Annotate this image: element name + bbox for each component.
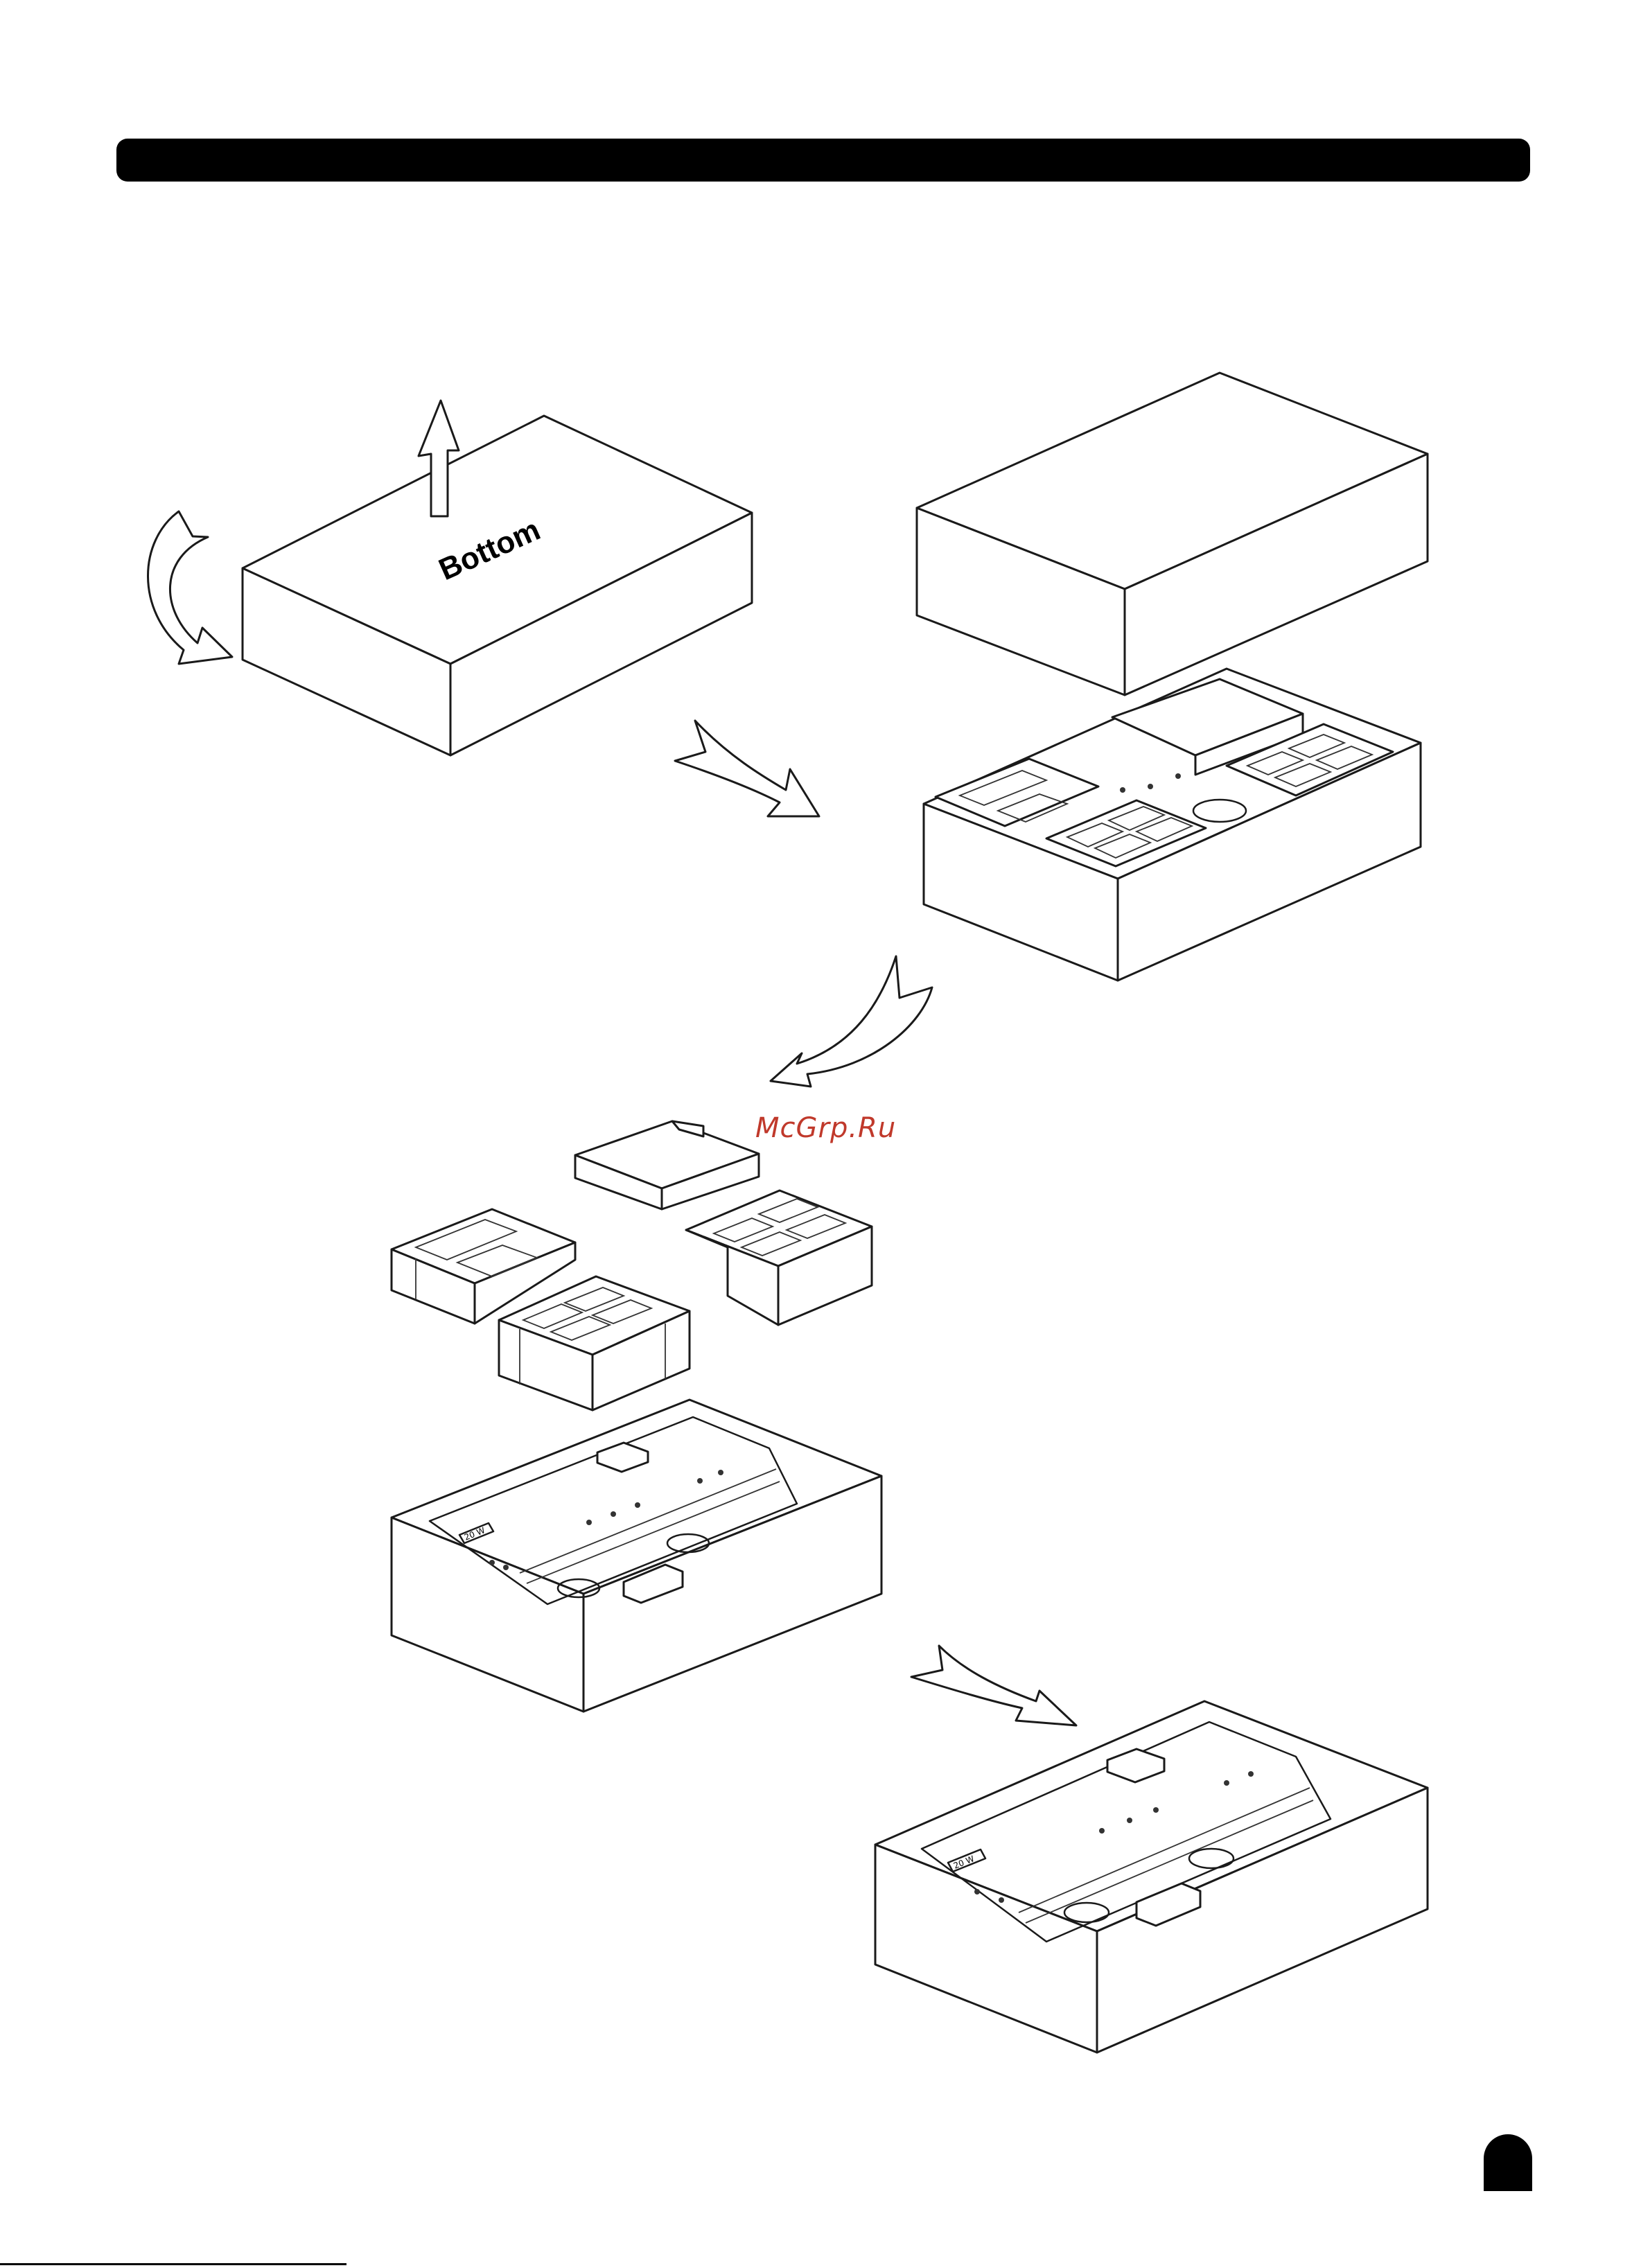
- closed-box-bottom-up: Bottom: [243, 416, 752, 755]
- remove-inserts-arrow-icon: [771, 956, 932, 1087]
- lifted-outer-box: [917, 373, 1428, 695]
- center-foam-insert: [499, 1276, 690, 1410]
- page-number-tab: [1484, 2134, 1532, 2191]
- tray-with-amplifier: 20 W: [392, 1400, 881, 1712]
- open-tray-with-inserts: [924, 669, 1421, 981]
- flip-curved-arrow-icon: [148, 511, 232, 664]
- final-tray-with-amplifier: 20 W: [875, 1701, 1428, 2052]
- top-foam-cover: [575, 1121, 759, 1209]
- right-foam-insert: [686, 1190, 872, 1325]
- next-step-arrow-icon: [675, 721, 819, 816]
- lift-out-arrow-icon: [911, 1646, 1076, 1725]
- footer-rule: [0, 2263, 346, 2265]
- watermark: McGrp.Ru: [755, 1112, 896, 1144]
